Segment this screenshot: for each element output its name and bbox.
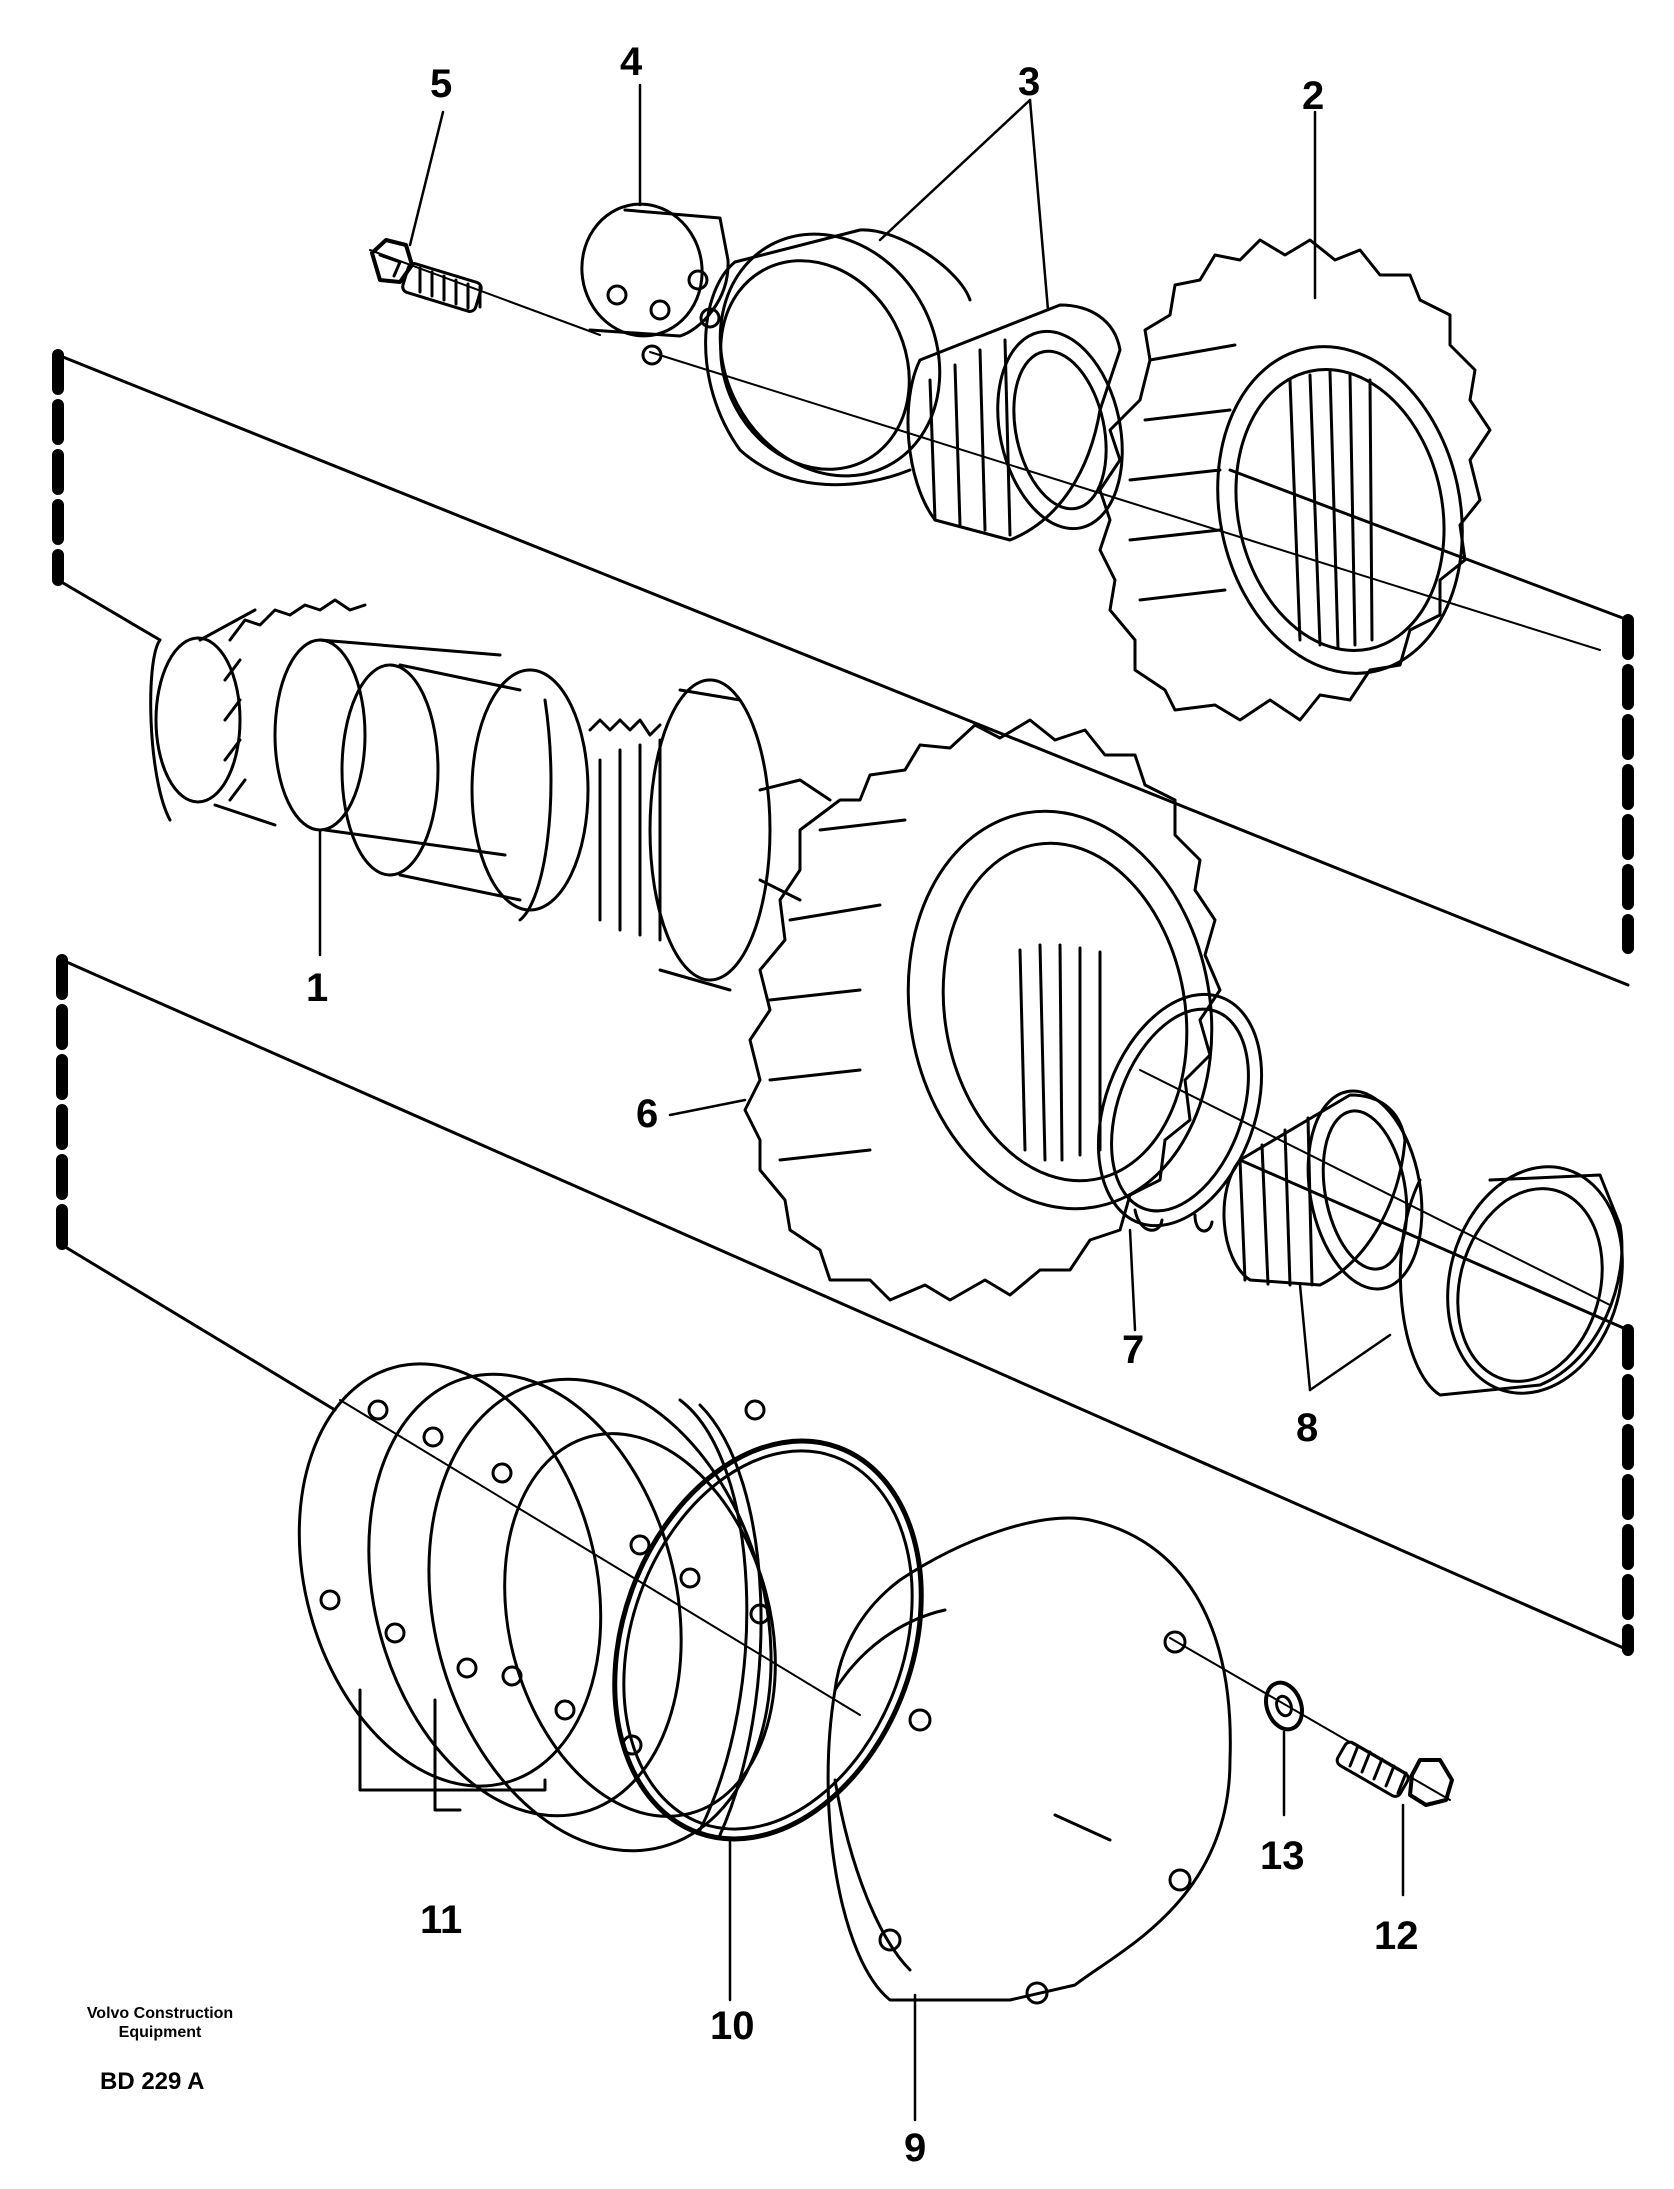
callout-3: 3 — [1018, 60, 1041, 104]
document-number: BD 229 A — [100, 2068, 205, 2095]
bearing-cone-3 — [906, 303, 1124, 542]
middle-axis-line — [1139, 1069, 1611, 1306]
upper-axis-line-b — [649, 351, 1601, 651]
o-ring-10 — [612, 1438, 924, 1842]
manufacturer-label: Volvo Construction Equipment — [60, 2004, 260, 2042]
callout-8: 8 — [1296, 1406, 1319, 1450]
callout-11: 11 — [420, 1898, 463, 1942]
callout-7: 7 — [1122, 1328, 1145, 1372]
callout-10: 10 — [710, 2004, 755, 2048]
manufacturer-line-2: Equipment — [118, 2024, 202, 2042]
main-shaft-1 — [149, 598, 832, 992]
leader-lines — [318, 83, 1405, 2122]
callout-13: 13 — [1260, 1834, 1305, 1878]
bolt-12 — [1335, 1740, 1454, 1807]
upper-bracket-frame — [52, 349, 1634, 987]
callout-5: 5 — [430, 62, 453, 106]
upper-axis-line-a — [369, 249, 601, 336]
callout-4: 4 — [620, 40, 643, 84]
callout-9: 9 — [904, 2126, 927, 2170]
washer-13 — [1264, 1680, 1304, 1732]
plate-washer-4 — [580, 202, 730, 366]
lower-bracket-frame — [56, 954, 1634, 1656]
shim-set-11 — [297, 1362, 777, 1853]
snap-ring-7 — [1096, 992, 1264, 1233]
bearing-cup-3 — [704, 228, 972, 487]
callout-2: 2 — [1302, 74, 1325, 118]
lower-axis-line-a — [339, 1399, 861, 1716]
cover-9 — [826, 1516, 1232, 2005]
callout-12: 12 — [1374, 1914, 1419, 1958]
gear-6 — [743, 718, 1222, 1302]
manufacturer-line-1: Volvo Construction — [86, 2005, 234, 2022]
bearing-cup-8 — [1398, 1165, 1624, 1397]
gear-2 — [1098, 238, 1492, 722]
bolt-5 — [370, 238, 483, 313]
callout-6: 6 — [636, 1092, 659, 1136]
callout-1: 1 — [306, 966, 329, 1010]
